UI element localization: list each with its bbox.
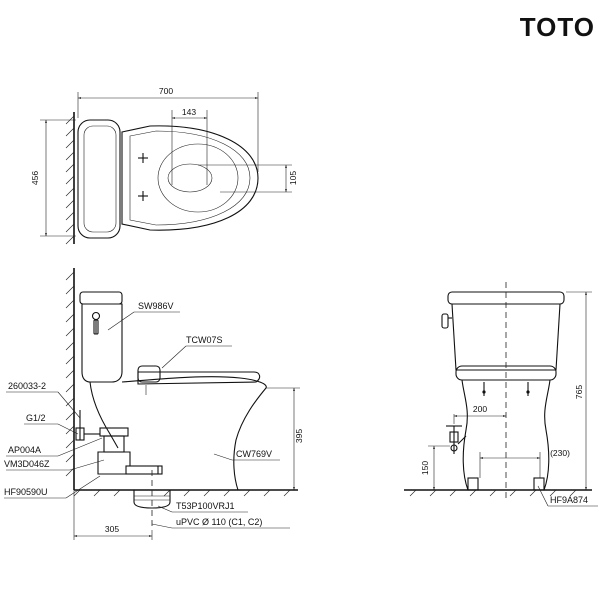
front-view-floor-hatch	[409, 489, 577, 497]
dim-front-leg-width: (230)	[550, 448, 570, 458]
top-view-tank	[77, 119, 121, 239]
top-view-wall-hatch	[65, 115, 75, 245]
label-cw769v: CW769V	[236, 449, 272, 459]
label-t53p100vrj1: T53P100VRJ1	[176, 501, 235, 511]
top-view-bowl	[121, 125, 259, 231]
top-view: 700 143 456 105	[30, 86, 298, 245]
label-ap004a: AP004A	[8, 445, 41, 455]
side-view-bowl	[121, 376, 267, 491]
front-view-bowl-right	[543, 379, 551, 491]
label-260033-2: 260033-2	[8, 381, 46, 391]
dim-front-inlet-height: 150	[420, 461, 430, 475]
flush-lever-icon	[91, 311, 101, 335]
label-upvc: uPVC Ø 110 (C1, C2)	[176, 517, 262, 527]
label-vm3d046z: VM3D046Z	[4, 459, 50, 469]
dim-side-height: 395	[294, 429, 304, 443]
side-view: 395 305 SW986V TCW07S 260033-2 G1/2 AP00…	[4, 268, 304, 540]
label-hf90590u: HF90590U	[4, 487, 48, 497]
dim-top-seat-width: 143	[182, 107, 196, 117]
dim-front-half-width: 200	[473, 404, 487, 414]
side-view-tank	[81, 303, 123, 383]
side-view-fittings	[75, 410, 163, 475]
side-view-tank-lid	[79, 291, 123, 305]
dim-side-floor-offset: 305	[105, 524, 119, 534]
label-sw986v: SW986V	[138, 301, 174, 311]
side-view-floor-hatch	[73, 489, 291, 497]
label-tcw07s: TCW07S	[186, 335, 223, 345]
floor-flange	[133, 490, 171, 509]
label-hf9a874: HF9A874	[550, 495, 588, 505]
brand-logo: TOTO	[520, 12, 595, 42]
dim-top-width: 700	[159, 86, 173, 96]
side-view-seat	[137, 371, 261, 385]
dim-top-depth: 456	[30, 171, 40, 185]
front-supply-valve	[446, 425, 467, 454]
front-view-bowl-left	[461, 379, 469, 491]
side-view-wall-hatch	[65, 271, 75, 477]
label-g12: G1/2	[26, 413, 46, 423]
front-view: 765 200 (230) 150 HF9A874	[404, 282, 598, 507]
dim-top-offset: 105	[288, 171, 298, 185]
top-view-hinges	[138, 153, 148, 201]
front-flush-lever-icon	[441, 313, 452, 329]
dim-front-height: 765	[574, 385, 584, 399]
